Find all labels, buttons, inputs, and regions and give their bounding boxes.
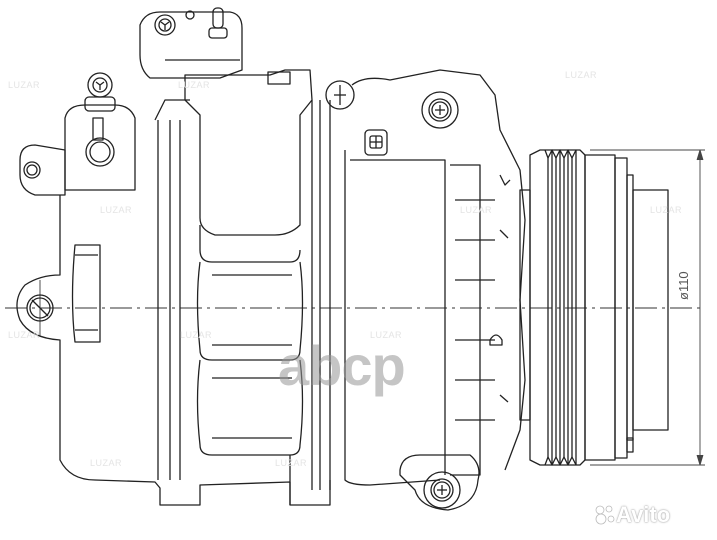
watermark-brand: LUZAR (370, 330, 403, 340)
watermark-brand: LUZAR (460, 205, 493, 215)
watermark-brand: LUZAR (180, 330, 213, 340)
left-valve (19, 72, 136, 196)
watermark-abcp: abcp (278, 334, 406, 397)
watermark-brand: LUZAR (90, 458, 123, 468)
dimension-110 (590, 149, 705, 466)
watermark-brand: LUZAR (275, 458, 308, 468)
watermark-brand: LUZAR (100, 205, 133, 215)
cylinder-body (184, 69, 331, 506)
avito-logo-icon (595, 505, 615, 525)
watermark-brand: LUZAR (8, 330, 41, 340)
watermark-brand: LUZAR (8, 80, 41, 90)
front-housing (325, 69, 526, 511)
dimension-label: ø110 (676, 271, 691, 300)
watermark-brand: LUZAR (178, 80, 211, 90)
rear-housing (16, 99, 291, 506)
clutch-pulley (519, 149, 669, 466)
watermark-brand: LUZAR (565, 70, 598, 80)
avito-logo-text: Avito (616, 502, 671, 527)
top-connector (139, 7, 243, 79)
watermark-brand: LUZAR (650, 205, 683, 215)
